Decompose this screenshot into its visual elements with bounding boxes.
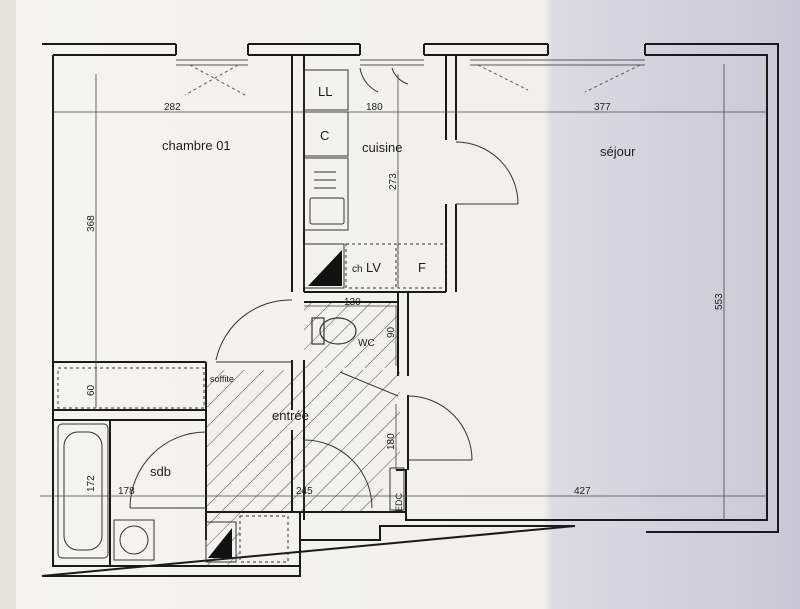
dim-entree-width: 245 [296,486,313,497]
dim-sdb-height: 172 [86,475,97,492]
label-cuisine: cuisine [362,140,402,155]
label-f: F [418,260,426,275]
label-sejour: séjour [600,144,636,159]
edc-box [389,467,405,511]
dim-soffite-height: 60 [86,384,97,396]
paper-left-margin [0,0,16,609]
dim-chambre-width: 282 [164,102,181,113]
windows [176,59,645,96]
label-entree: entrée [272,408,309,423]
label-soffite: soffite [210,374,234,384]
label-c: C [320,128,329,143]
dim-sejour-width-bottom: 427 [574,486,591,497]
label-lv: LV [366,260,381,275]
bathroom-fixtures [57,367,289,563]
outer-walls [41,43,779,577]
label-wc: WC [358,338,375,349]
dim-chambre-height: 368 [86,215,97,232]
duct-shaft-sdb [208,528,232,558]
wc-toilet [311,317,357,345]
label-edc: EDC [394,492,404,512]
label-ll: LL [318,84,332,99]
label-sdb: sdb [150,464,171,479]
label-ch: ch [352,264,363,275]
dim-sdb-width: 178 [118,486,135,497]
dim-entree-height: 180 [386,433,397,450]
label-chambre: chambre 01 [162,138,231,153]
dim-wc-height: 90 [386,326,397,338]
kitchen-fixtures [303,69,447,289]
dim-sejour-height: 553 [714,293,725,310]
sdb-shaft-frame [205,521,237,563]
dim-wc-width: 130 [344,297,361,308]
dim-cuisine-height: 273 [388,173,399,190]
dim-sejour-width-top: 377 [594,102,611,113]
dim-cuisine-width: 180 [366,102,383,113]
duct-shaft-kitchen [308,250,342,286]
